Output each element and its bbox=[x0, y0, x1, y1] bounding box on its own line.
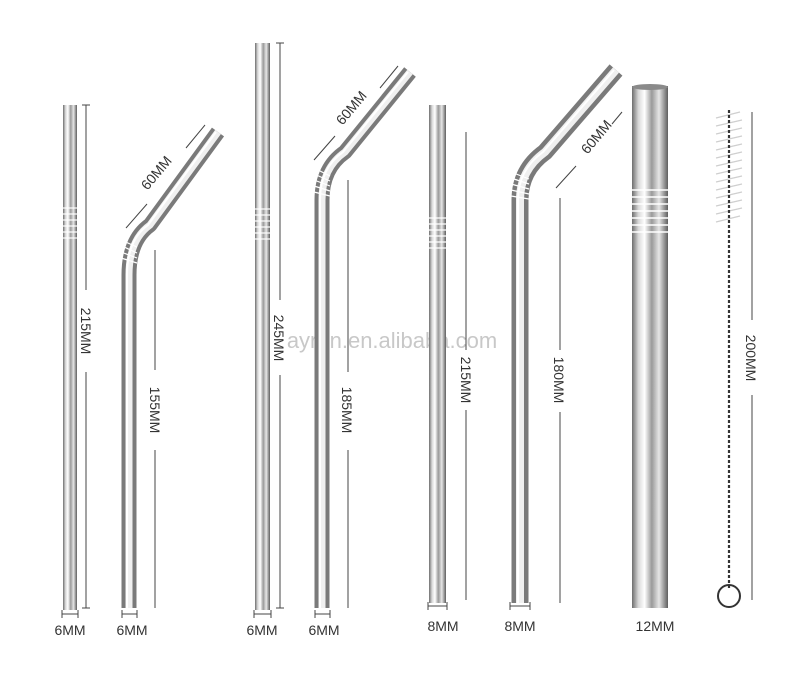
straw-body bbox=[121, 127, 225, 608]
dimension-line-bend bbox=[313, 65, 399, 161]
straw-3: 245MM 6MM bbox=[246, 42, 287, 638]
dimension-line-length bbox=[276, 42, 284, 609]
cleaning-brush: 200MM bbox=[715, 110, 759, 608]
length-label: 155MM bbox=[147, 387, 163, 434]
diameter-label: 8MM bbox=[427, 618, 458, 634]
diameter-label: 6MM bbox=[54, 622, 85, 638]
straw-body bbox=[632, 86, 668, 608]
dimension-line-diameter bbox=[427, 602, 448, 610]
straw-body bbox=[63, 105, 77, 610]
diameter-label: 6MM bbox=[246, 622, 277, 638]
length-label: 200MM bbox=[743, 335, 759, 382]
straw-6: 60MM 180MM 8MM bbox=[504, 64, 623, 634]
dimension-line-diameter bbox=[509, 602, 531, 610]
straw-rings bbox=[510, 171, 530, 200]
straw-7: 12MM bbox=[632, 84, 674, 634]
length-label: 215MM bbox=[458, 357, 474, 404]
bend-label: 60MM bbox=[578, 117, 615, 157]
dimension-line-length bbox=[82, 104, 90, 609]
dimension-line-diameter bbox=[61, 610, 79, 618]
dimension-line-diameter bbox=[121, 610, 138, 618]
diameter-label: 12MM bbox=[636, 618, 675, 634]
straw-rings bbox=[255, 208, 270, 240]
dimension-line-diameter bbox=[253, 610, 272, 618]
diameter-label: 6MM bbox=[116, 622, 147, 638]
straw-5: 215MM 8MM bbox=[427, 105, 474, 634]
dimension-line-diameter bbox=[314, 610, 331, 618]
dimension-line-bend bbox=[125, 124, 206, 229]
straw-1: 215MM 6MM bbox=[54, 104, 94, 638]
diameter-label: 6MM bbox=[308, 622, 339, 638]
straw-rings bbox=[429, 217, 446, 249]
straw-2: 60MM 155MM 6MM bbox=[116, 124, 225, 638]
length-label: 185MM bbox=[339, 387, 355, 434]
straw-body bbox=[429, 105, 446, 603]
dimension-line-bend bbox=[555, 111, 623, 189]
straw-body bbox=[511, 64, 623, 603]
straw-body bbox=[255, 43, 270, 610]
brush-loop bbox=[717, 584, 741, 608]
length-label: 180MM bbox=[551, 357, 567, 404]
length-label: 245MM bbox=[271, 315, 287, 362]
straw-rings bbox=[313, 167, 331, 197]
straw-rings bbox=[63, 207, 77, 239]
straw-rings bbox=[632, 189, 668, 233]
length-label: 215MM bbox=[78, 308, 94, 355]
straw-4: 60MM 185MM 6MM bbox=[308, 65, 416, 638]
straw-rings bbox=[120, 239, 138, 264]
diameter-label: 8MM bbox=[504, 618, 535, 634]
